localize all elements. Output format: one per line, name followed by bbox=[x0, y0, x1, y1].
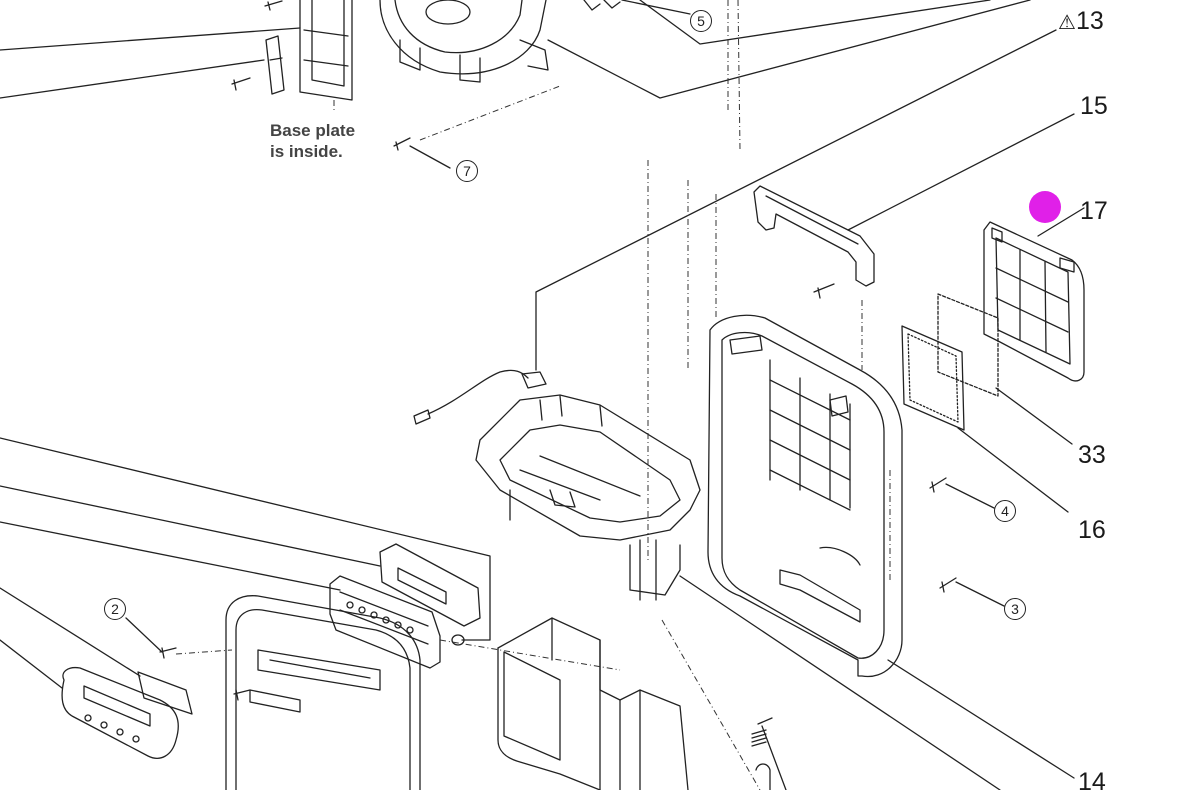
circled-4: 4 bbox=[994, 500, 1016, 522]
display-board-part bbox=[329, 575, 441, 669]
callout-13: ⚠13 bbox=[1058, 9, 1104, 34]
base-tray-part bbox=[475, 394, 701, 601]
base-plate-note: Base plate is inside. bbox=[270, 120, 355, 162]
spring-part bbox=[751, 717, 773, 790]
circled-5: 5 bbox=[690, 10, 712, 32]
screw-3 bbox=[939, 577, 957, 593]
screw-handle bbox=[813, 283, 835, 299]
circled-7: 7 bbox=[456, 160, 478, 182]
fan-housing-part bbox=[379, 0, 549, 83]
callout-16: 16 bbox=[1078, 516, 1106, 544]
small-pad-part bbox=[137, 671, 193, 715]
front-panel-part bbox=[225, 595, 421, 790]
screw-top-b bbox=[231, 77, 251, 91]
screw-front bbox=[233, 689, 251, 701]
handle-part bbox=[753, 185, 875, 287]
callout-15: 15 bbox=[1080, 92, 1108, 120]
control-label-part bbox=[61, 666, 179, 759]
top-bracket-part bbox=[299, 0, 353, 101]
callout-33: 33 bbox=[1078, 441, 1106, 469]
callout-14: 14 bbox=[1078, 768, 1106, 796]
water-tank-part bbox=[497, 617, 689, 790]
highlight-marker-dot bbox=[1029, 191, 1061, 223]
small-clip-part bbox=[265, 35, 285, 95]
callout-13-label: 13 bbox=[1075, 7, 1104, 35]
mesh-filter-part bbox=[901, 325, 965, 431]
cable-connector-part bbox=[413, 369, 547, 425]
base-plate-note-line2: is inside. bbox=[270, 142, 343, 161]
warning-triangle-icon: ⚠ bbox=[1058, 12, 1076, 34]
circled-3: 3 bbox=[1004, 598, 1026, 620]
base-plate-note-line1: Base plate bbox=[270, 121, 356, 140]
switch-cover-part bbox=[379, 543, 481, 627]
circled-2: 2 bbox=[104, 598, 126, 620]
screw-4 bbox=[929, 477, 947, 493]
rear-cover-part bbox=[707, 314, 903, 678]
filter-frame-part bbox=[983, 221, 1085, 382]
screw-top-a bbox=[264, 0, 283, 11]
screw-7 bbox=[393, 137, 411, 151]
part-5 bbox=[583, 0, 621, 11]
filter-sheet-part bbox=[937, 293, 999, 397]
callout-17: 17 bbox=[1080, 197, 1108, 225]
screw-2 bbox=[159, 647, 177, 659]
